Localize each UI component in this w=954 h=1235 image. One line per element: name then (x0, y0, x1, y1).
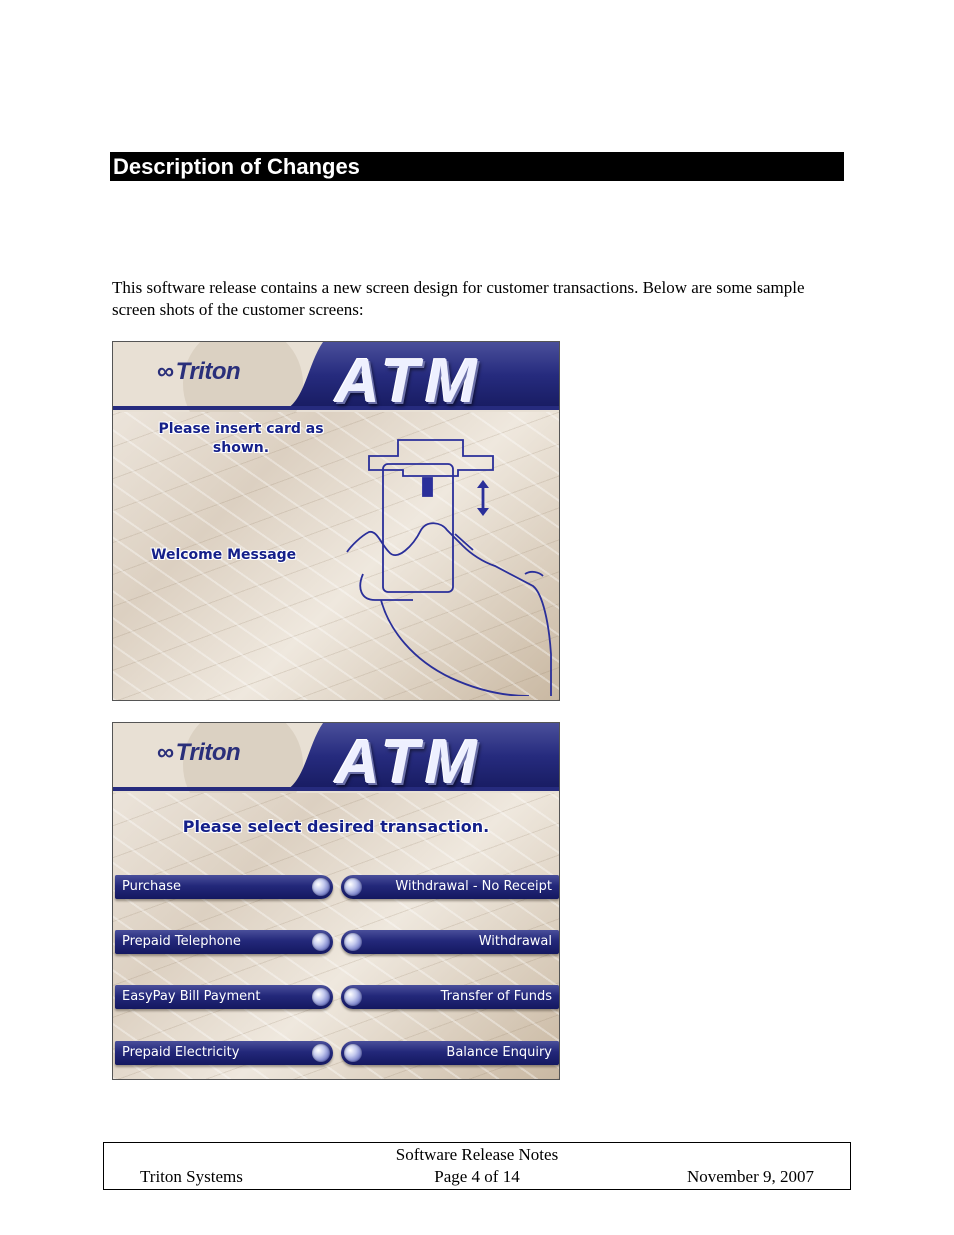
button-orb-icon (344, 878, 362, 896)
section-heading: Description of Changes (110, 152, 844, 181)
atm-header: ∞Triton ATM (113, 723, 559, 797)
button-label: Prepaid Electricity (122, 1045, 240, 1060)
button-label: Transfer of Funds (440, 989, 552, 1004)
button-orb-icon (344, 933, 362, 951)
button-orb-icon (312, 878, 330, 896)
atm-logo-text: ATM (335, 347, 483, 416)
triton-logo: ∞Triton (157, 358, 241, 386)
button-label: Prepaid Telephone (122, 934, 241, 949)
button-orb-icon (344, 988, 362, 1006)
insert-card-message: Please insert card as shown. (158, 421, 324, 456)
atm-header-banner (113, 723, 559, 793)
triton-logo-mark-icon: ∞ (157, 739, 174, 766)
button-label: Balance Enquiry (446, 1045, 552, 1060)
button-label: Withdrawal (478, 934, 552, 949)
transfer-of-funds-button[interactable]: Transfer of Funds (341, 985, 559, 1009)
page-footer: Software Release Notes Triton Systems Pa… (103, 1142, 851, 1190)
footer-title: Software Release Notes (395, 1145, 559, 1164)
atm-logo-text: ATM (335, 728, 483, 797)
intro-paragraph: This software release contains a new scr… (112, 278, 805, 319)
button-orb-icon (312, 1044, 330, 1062)
footer-date: November 9, 2007 (686, 1167, 814, 1186)
select-transaction-prompt: Please select desired transaction. (182, 817, 490, 836)
triton-logo: ∞Triton (157, 739, 241, 767)
footer-company: Triton Systems (140, 1167, 243, 1186)
prepaid-telephone-button[interactable]: Prepaid Telephone (115, 930, 333, 954)
button-orb-icon (344, 1044, 362, 1062)
atm-header: ∞Triton ATM (113, 342, 559, 416)
withdrawal-no-receipt-button[interactable]: Withdrawal - No Receipt (341, 875, 559, 899)
withdrawal-button[interactable]: Withdrawal (341, 930, 559, 954)
prepaid-electricity-button[interactable]: Prepaid Electricity (115, 1041, 333, 1065)
balance-enquiry-button[interactable]: Balance Enquiry (341, 1041, 559, 1065)
button-orb-icon (312, 988, 330, 1006)
atm-screenshot-select-transaction: ∞Triton ATM Please select desired transa… (112, 722, 560, 1080)
triton-logo-text: Triton (175, 358, 241, 385)
easypay-bill-payment-button[interactable]: EasyPay Bill Payment (115, 985, 333, 1009)
triton-logo-mark-icon: ∞ (157, 358, 174, 385)
button-orb-icon (312, 933, 330, 951)
card-insert-illustration (346, 439, 552, 696)
triton-logo-text: Triton (175, 739, 241, 766)
welcome-message: Welcome Message (151, 547, 297, 563)
button-label: Purchase (122, 879, 182, 894)
atm-screenshot-insert-card: ∞Triton ATM Please insert card as shown.… (112, 341, 560, 701)
atm-header-banner (113, 342, 559, 412)
purchase-button[interactable]: Purchase (115, 875, 333, 899)
button-label: EasyPay Bill Payment (122, 989, 261, 1004)
button-label: Withdrawal - No Receipt (395, 879, 552, 894)
footer-page-number: Page 4 of 14 (434, 1167, 520, 1186)
